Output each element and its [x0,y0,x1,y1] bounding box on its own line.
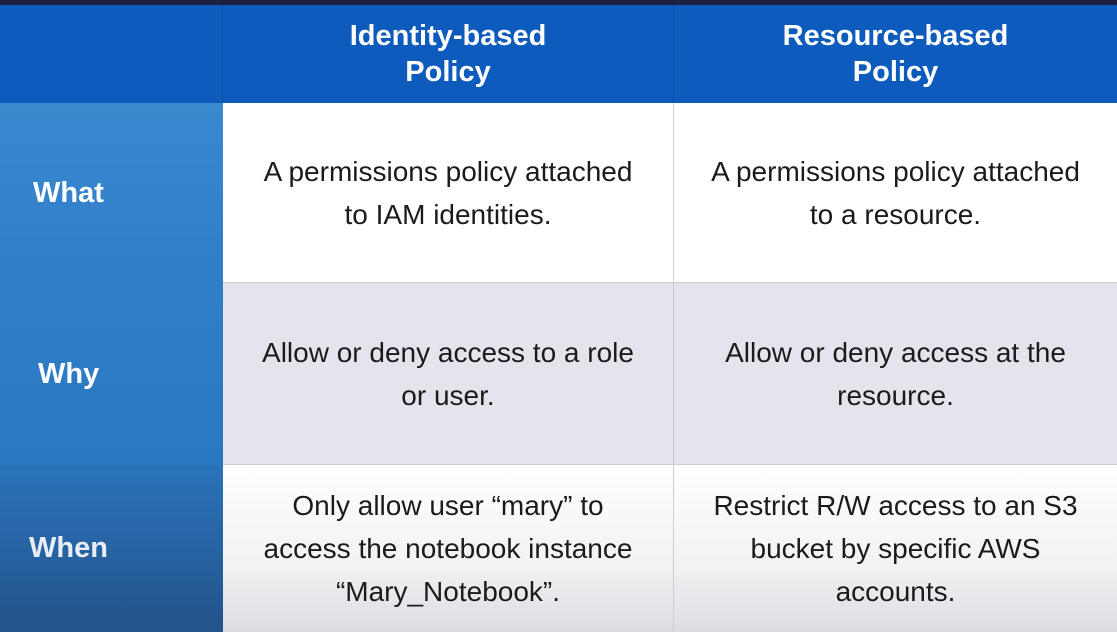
table-corner-cell [0,5,223,103]
cell-why-identity-text: Allow or deny access to a role or user. [262,336,634,411]
row-header-why: Why [0,283,223,465]
column-header-identity: Identity-based Policy [223,5,674,103]
row-header-what: What [0,103,223,283]
row-header-when: When [0,465,223,632]
top-bar [0,0,1117,5]
cell-why-resource: Allow or deny access at the resource. [674,283,1117,465]
cell-what-resource-text: A permissions policy attached to a resou… [711,155,1080,230]
cell-when-resource: Restrict R/W access to an S3 bucket by s… [674,465,1117,632]
row-header-when-label: When [29,532,108,564]
cell-when-identity-text: Only allow user “mary” to access the not… [263,490,633,607]
cell-why-resource-text: Allow or deny access at the resource. [725,336,1066,411]
cell-when-identity: Only allow user “mary” to access the not… [223,465,674,632]
row-header-what-label: What [33,176,104,209]
cell-when-resource-text: Restrict R/W access to an S3 bucket by s… [713,490,1078,607]
cell-what-identity: A permissions policy attached to IAM ide… [223,103,674,283]
cell-why-identity: Allow or deny access to a role or user. [223,283,674,465]
column-header-resource: Resource-based Policy [674,5,1117,103]
cell-what-identity-text: A permissions policy attached to IAM ide… [263,155,633,230]
column-header-identity-label: Identity-based Policy [349,20,547,88]
policy-comparison-table: Identity-based Policy Resource-based Pol… [0,5,1117,632]
row-header-why-label: Why [38,357,100,390]
column-header-resource-label: Resource-based Policy [782,20,1009,88]
cell-what-resource: A permissions policy attached to a resou… [674,103,1117,283]
